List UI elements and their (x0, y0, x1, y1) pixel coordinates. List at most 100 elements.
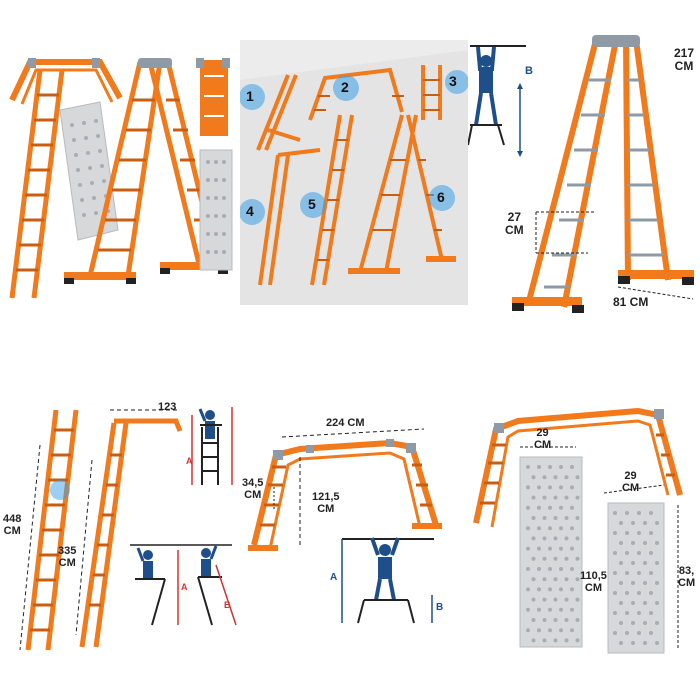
config-number-5: 5 (308, 196, 316, 212)
perforation-dot (655, 601, 659, 605)
perforation-dot (649, 531, 653, 535)
perforation-dot (625, 551, 629, 555)
perforation-dot (631, 581, 635, 585)
perforation-dot (531, 577, 536, 582)
perforation-dot (526, 607, 530, 612)
perforation-dot (564, 556, 569, 561)
perforation-dot (559, 567, 563, 571)
perforation-dot (613, 611, 617, 615)
perforation-dot (531, 638, 536, 643)
perforation-dot (559, 505, 563, 510)
perforation-dot (526, 587, 530, 592)
perforation-dot (548, 567, 552, 571)
perforation-dot (625, 531, 629, 535)
perforation-dot (526, 628, 530, 633)
perforation-dot (643, 521, 647, 525)
perforation-dot (531, 495, 536, 500)
rung-spacing-label: 27 CM (505, 210, 524, 238)
perforation-dot (559, 546, 563, 551)
base-width-label: 81 CM (613, 295, 649, 309)
perforation-dot (613, 591, 617, 595)
perforation-dot (613, 631, 617, 635)
perforation-dot (570, 607, 574, 612)
perforation-dot (649, 591, 653, 595)
perforation-dot (625, 511, 629, 515)
perforation-dot (553, 618, 558, 622)
perforation-dot (537, 587, 541, 592)
perforation-dot (548, 628, 552, 633)
perforation-dot (559, 485, 563, 490)
arrow-label-a: A (186, 456, 193, 466)
perforation-dot (570, 628, 574, 633)
perforation-dot (548, 485, 552, 490)
perforation-dot (575, 638, 580, 643)
perforation-dot (575, 597, 580, 602)
plates-illustration (473, 407, 683, 654)
perforation-dot (553, 638, 558, 643)
perforation-dot (643, 581, 647, 585)
perforation-dot (655, 541, 659, 545)
perforation-dot (649, 631, 653, 635)
perforation-dot (542, 556, 547, 561)
perforation-dot (613, 571, 617, 575)
perforation-dot (559, 628, 563, 633)
perforation-dot (643, 601, 647, 605)
perforation-dot (570, 587, 574, 592)
perforation-dot (613, 511, 617, 515)
perforation-dot (575, 556, 580, 561)
perforation-dot (564, 577, 569, 582)
config-number-1: 1 (246, 88, 254, 104)
perforation-dot (631, 641, 635, 645)
perforation-dot (548, 607, 552, 612)
perforation-dot (637, 611, 641, 615)
perforation-dot (553, 597, 558, 602)
perforation-dot (575, 495, 580, 500)
perforation-dot (537, 567, 541, 571)
perforation-dot (564, 495, 569, 500)
perforation-dot (575, 618, 580, 622)
perforation-dot (655, 621, 659, 625)
arrow-label-b: B (436, 602, 444, 613)
perforation-dot (619, 561, 623, 565)
perforation-dot (625, 631, 629, 635)
perforation-dot (548, 526, 552, 531)
perforation-dot (649, 511, 653, 515)
plate2-dots (613, 511, 659, 645)
config-number-2: 2 (341, 79, 349, 95)
perforation-dot (564, 618, 569, 622)
scaffold-illustration (248, 428, 442, 624)
perforation-dot (570, 465, 574, 469)
perforation-dot (553, 495, 558, 500)
perforation-dot (631, 521, 635, 525)
perforation-dot (625, 591, 629, 595)
perforation-dot (526, 485, 530, 490)
panel-aframe-dimensions: B 217 CM 27 CM 81 CM (468, 25, 700, 325)
perforation-dot (542, 577, 547, 582)
arrow-label-a2: A (181, 582, 188, 592)
configurations-illustration (240, 50, 468, 305)
perforation-dot (649, 571, 653, 575)
perforation-dot (542, 516, 547, 520)
perforation-dot (637, 591, 641, 595)
perforation-dot (619, 621, 623, 625)
panel-plate-dimensions: 29 CM 110,5 CM 29 CM 83, CM (468, 385, 700, 665)
perforation-dot (526, 546, 530, 551)
perforation-dot (575, 475, 580, 480)
perforation-dot (637, 551, 641, 555)
perforation-dot (531, 475, 536, 480)
perforation-dot (570, 505, 574, 510)
span-label: 224 CM (326, 417, 365, 429)
perforation-dot (643, 561, 647, 565)
perforation-dot (548, 546, 552, 551)
perforation-dot (542, 536, 547, 541)
perforation-dot (619, 581, 623, 585)
height-label: 121,5 CM (312, 491, 340, 516)
plate1-length-label: 110,5 CM (580, 570, 607, 595)
perforation-dot (537, 607, 541, 612)
perforation-dot (575, 536, 580, 541)
perforation-dot (631, 601, 635, 605)
perforation-dot (553, 556, 558, 561)
perforation-dot (564, 536, 569, 541)
perforation-dot (655, 641, 659, 645)
plate1-width-label: 29 CM (534, 427, 552, 452)
